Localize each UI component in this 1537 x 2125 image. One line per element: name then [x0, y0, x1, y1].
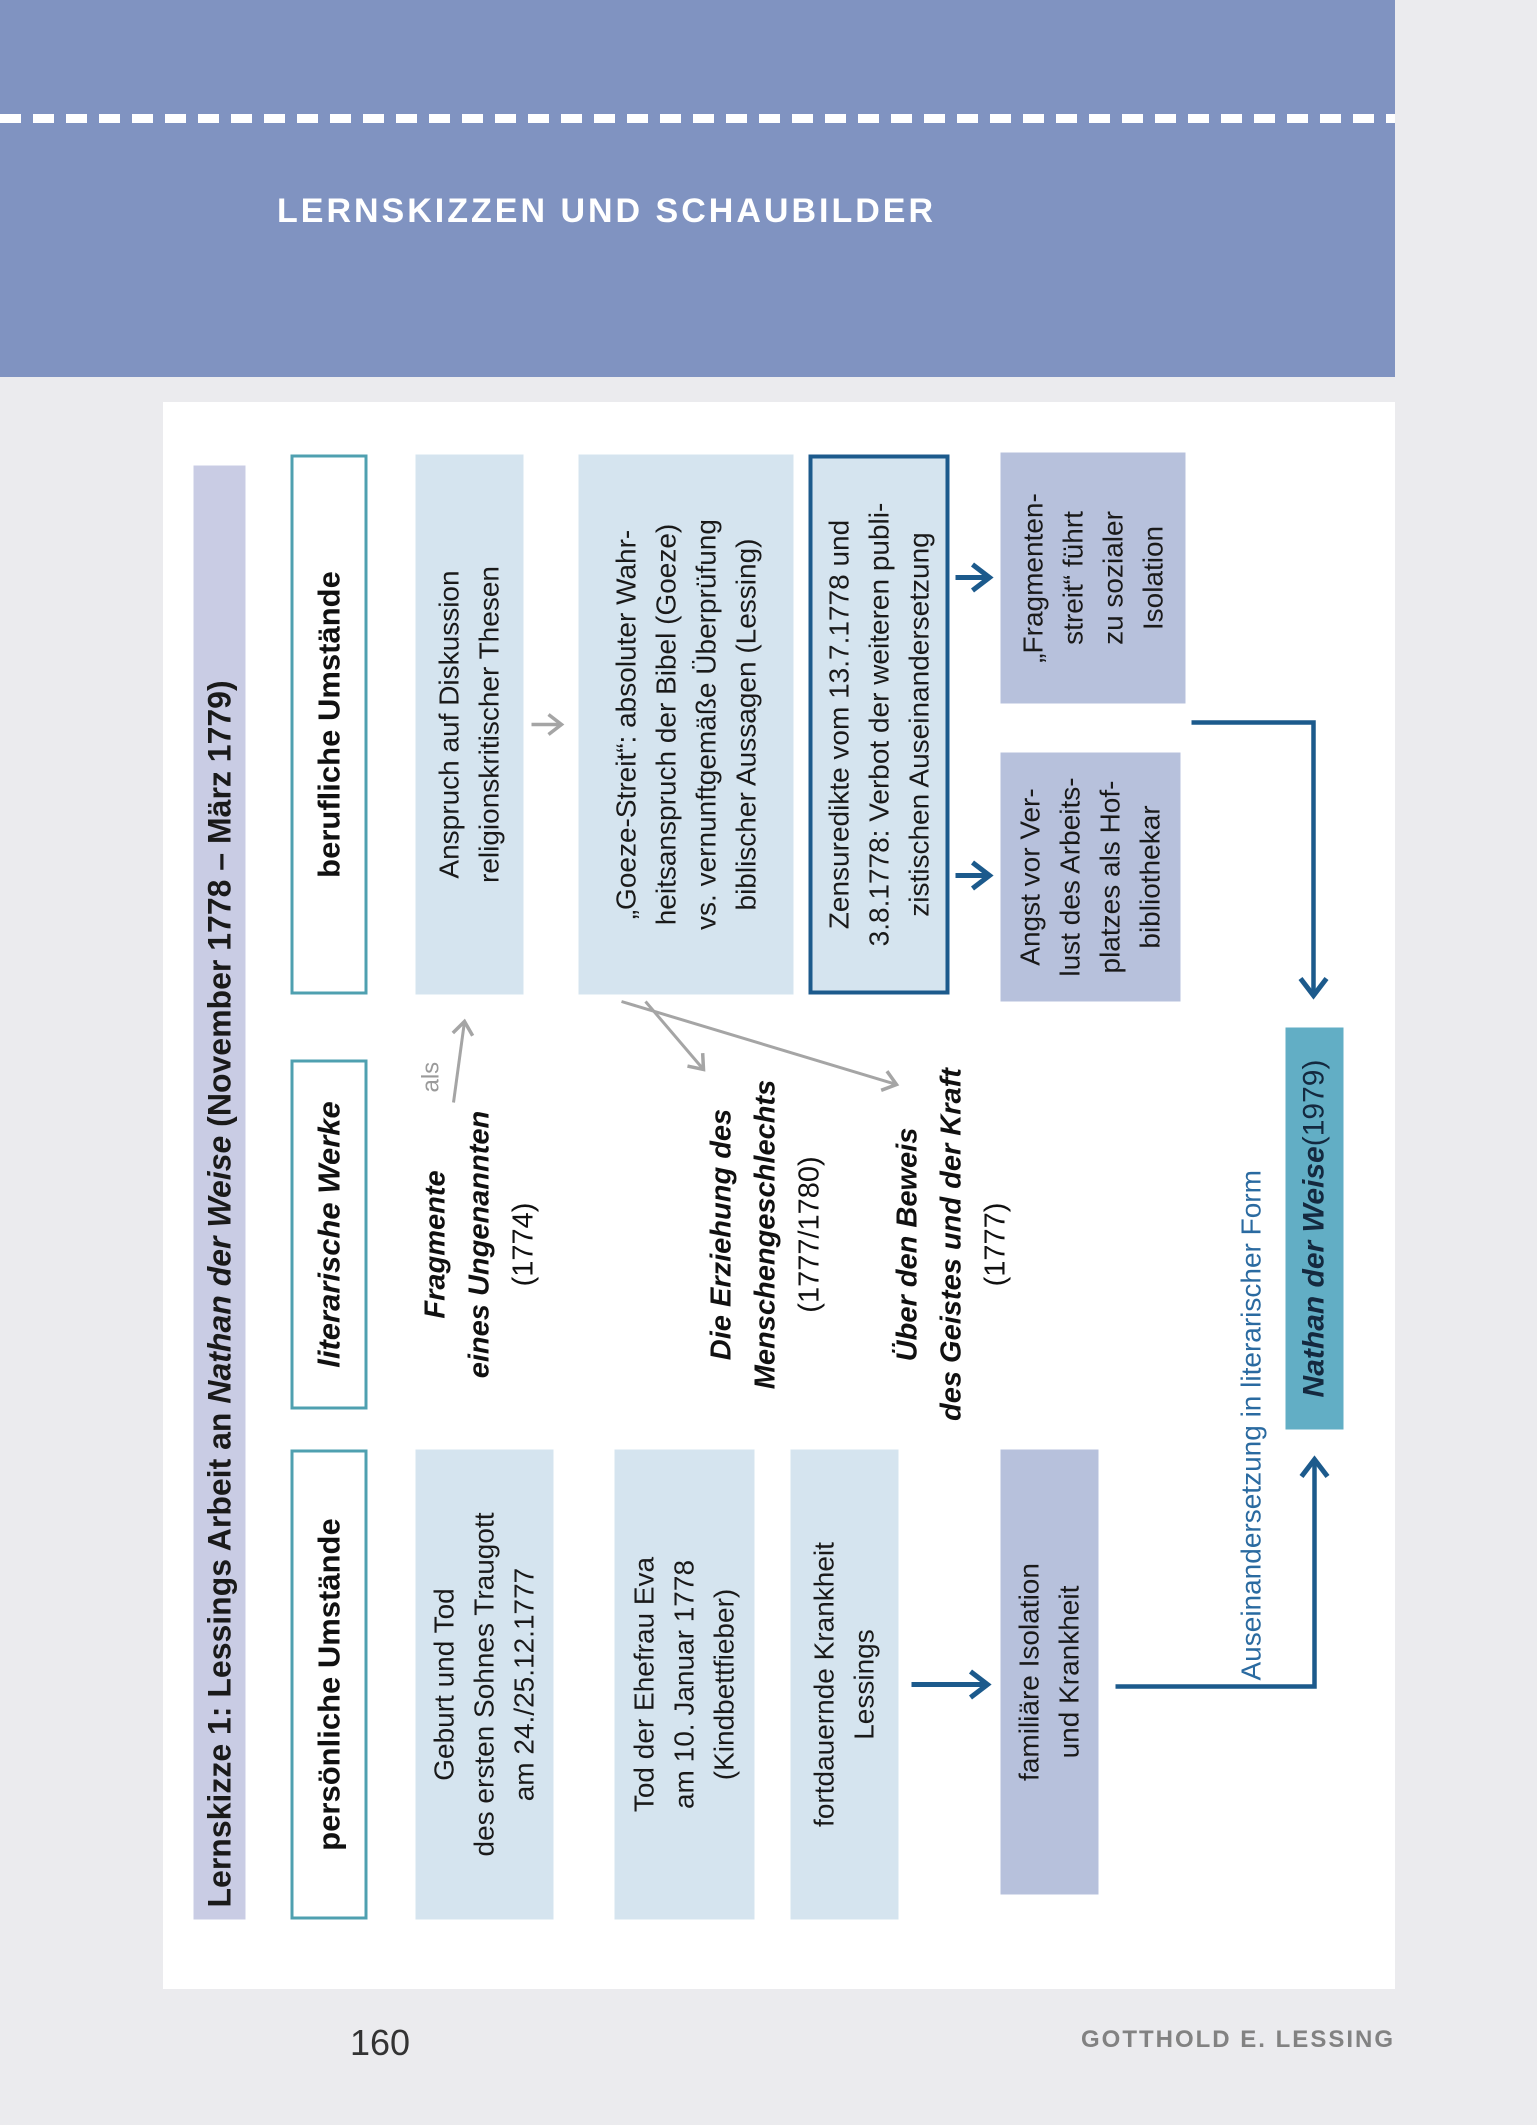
dashed-divider: [0, 114, 1395, 123]
diagram-card: Lernskizze 1: Lessings Arbeit an Nathan …: [163, 402, 1395, 1989]
connector-personal-to-nathan: [1115, 1454, 1329, 1689]
chapter-title: LERNSKIZZEN UND SCHAUBILDER: [277, 192, 936, 230]
arrow-als-fragmente-to-anspruch: [451, 1018, 474, 1103]
page-number: 160: [350, 2022, 411, 2063]
rotated-diagram: Lernskizze 1: Lessings Arbeit an Nathan …: [163, 402, 1395, 1989]
arrow-goeze-to-beweis: [620, 999, 899, 1092]
arrows-overlay: [451, 562, 1329, 1699]
chapter-banner: LERNSKIZZEN UND SCHAUBILDER: [0, 0, 1395, 377]
running-footer-author: GOTTHOLD E. LESSING: [1080, 2026, 1395, 2053]
connector-professional-to-nathan: [1191, 719, 1328, 1000]
